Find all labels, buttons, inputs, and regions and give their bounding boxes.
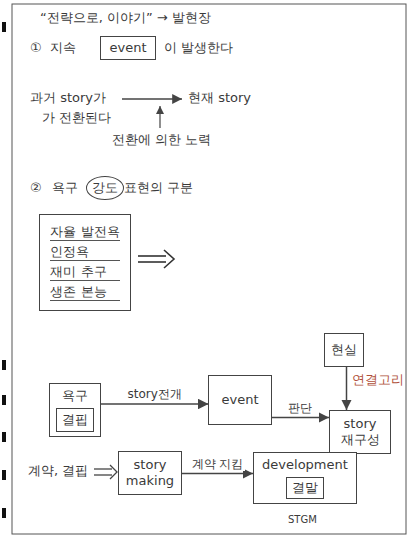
reality-box: 현실: [324, 333, 364, 367]
story-box: story making: [118, 451, 182, 495]
box-text: 현실: [331, 342, 357, 358]
note-text: 계약, 결핍: [28, 463, 88, 479]
binding-marks: [2, 22, 6, 518]
note-text: 연결고리: [352, 372, 404, 388]
note-text: 욕구: [52, 180, 78, 196]
binding-mark: [2, 470, 6, 480]
event-box: event: [208, 375, 271, 425]
double-arrow-line: [138, 261, 166, 263]
box-text: story 재구성: [336, 416, 384, 448]
double-arrow-head: [110, 465, 117, 479]
edge-label: story전개: [126, 387, 184, 401]
note-text: 가 전환된다: [42, 110, 111, 126]
box-text: 생존 본능: [50, 284, 119, 301]
box-text: 결핍: [62, 412, 88, 428]
binding-mark: [2, 508, 6, 518]
box-text: 재미 추구: [50, 264, 119, 281]
need-box: 욕구결핍: [49, 383, 101, 437]
box-text: 인정욕: [50, 244, 119, 261]
effort-arrow: [159, 106, 160, 128]
note-text: 표현의 구분: [124, 180, 193, 196]
box-text: 자율 발전욕: [50, 224, 119, 241]
box-text: event: [221, 392, 258, 408]
box-text: 욕구: [56, 388, 94, 404]
double-arrow-head: [164, 250, 174, 268]
note-text: ①: [30, 40, 42, 56]
double-arrow-line: [94, 474, 112, 475]
flow-arrow: [272, 417, 329, 419]
box-text: story making: [125, 457, 175, 489]
transition-arrow: [122, 98, 182, 99]
binding-mark: [2, 22, 6, 32]
page-title: “전략으로, 이야기” → 발현장: [40, 10, 211, 26]
note-text: STGM: [288, 512, 317, 528]
binding-mark: [2, 395, 6, 405]
lack-box: 결핍: [56, 408, 94, 432]
flow-arrow: [182, 473, 253, 475]
note-text: 전환에 의한 노력: [112, 132, 211, 148]
double-arrow-line: [138, 255, 166, 257]
development-box: development 결말: [253, 452, 357, 504]
box-text: event: [109, 40, 146, 56]
binding-mark: [2, 432, 6, 442]
binding-mark: [2, 360, 6, 370]
flow-arrow: [101, 403, 208, 405]
ending-box: 결말: [286, 477, 324, 499]
note-text: 현재 story: [188, 90, 251, 106]
double-arrow-line: [94, 468, 112, 469]
box-text: development: [262, 457, 348, 473]
note-text: 과거 story가: [30, 90, 106, 106]
note-text: ②: [30, 180, 42, 196]
note-text: 이 발생한다: [164, 40, 233, 56]
note-text: 강도: [86, 176, 124, 200]
note-text: 지속: [50, 40, 76, 56]
edge-label: 계약 지킴: [190, 457, 246, 471]
page-frame: [12, 4, 406, 534]
edge-label: 판단: [286, 401, 314, 415]
box-text: 결말: [292, 480, 318, 496]
need-list-box: 자율 발전욕인정욕재미 추구생존 본능: [39, 214, 130, 311]
story-box: story 재구성: [329, 410, 391, 454]
event-box: event: [100, 36, 155, 60]
flow-arrow: [346, 367, 348, 410]
